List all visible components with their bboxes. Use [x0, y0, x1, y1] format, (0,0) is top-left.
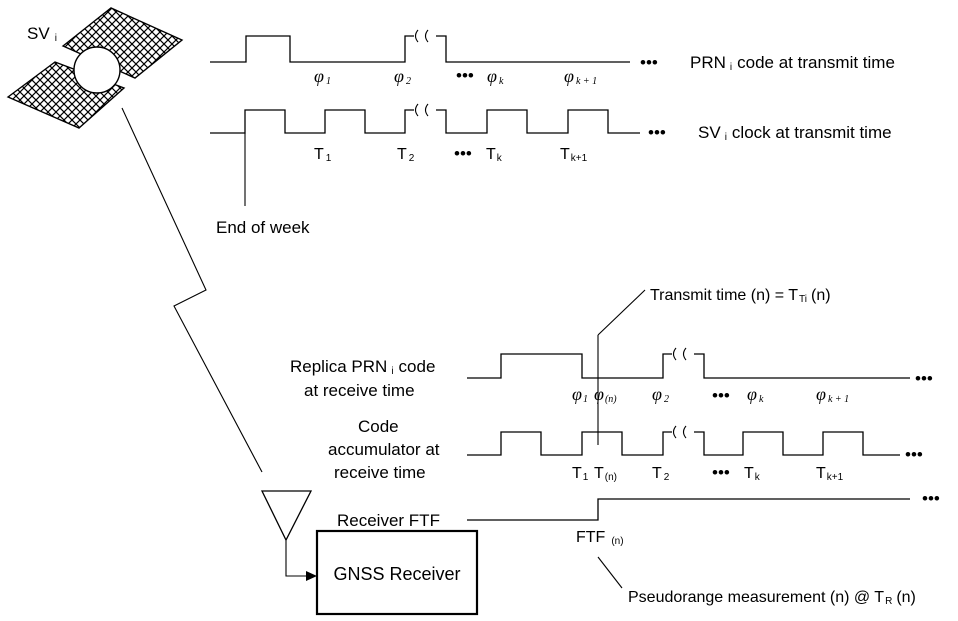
prn-transmit-waveform — [210, 29, 630, 63]
accumulator-label-line2: accumulator at — [328, 440, 440, 459]
accumulator-tick-k: Tk — [744, 465, 761, 483]
accumulator-tick-n: T(n) — [594, 465, 617, 483]
accumulator-tick-k1: Tk+1 — [816, 465, 844, 483]
signal-path-line — [121, 107, 263, 473]
break-mark — [672, 425, 687, 439]
pseudorange-label: Pseudorange measurement (n) @ TR(n) — [628, 589, 916, 607]
accumulator-label-line3: receive time — [334, 463, 426, 482]
pseudorange-leader — [597, 556, 623, 589]
break-mark — [414, 103, 429, 117]
accumulator-dots-end: ••• — [905, 445, 923, 464]
replica-phase-1: φ1 — [572, 384, 588, 405]
accumulator-waveform — [467, 425, 900, 456]
satellite-icon — [6, 7, 184, 129]
prn-dots-mid: ••• — [456, 66, 474, 85]
end-of-week-label: End of week — [216, 218, 310, 237]
receiver-ftf-label: Receiver FTF — [337, 511, 440, 530]
gnss-receiver-box — [315, 529, 479, 616]
replica-dots-mid: ••• — [712, 386, 730, 405]
clock-dots-end: ••• — [648, 123, 666, 142]
sv-clock-waveform — [210, 103, 640, 134]
clock-tick-k1: Tk+1 — [560, 146, 588, 164]
accumulator-tick-1: T1 — [572, 465, 589, 483]
transmit-time-label: Transmit time (n) = TTi(n) — [650, 287, 831, 305]
clock-dots-mid: ••• — [454, 144, 472, 163]
transmit-time-leader — [597, 289, 646, 336]
gnss-receiver-label: GNSS Receiver — [333, 564, 460, 584]
prn-dots-end: ••• — [640, 53, 658, 72]
accumulator-dots-mid: ••• — [712, 463, 730, 482]
clock-tick-k: Tk — [486, 146, 503, 164]
receiver-ftf-waveform — [467, 498, 910, 521]
ftf-dots-end: ••• — [922, 489, 940, 508]
replica-dots-end: ••• — [915, 369, 933, 388]
break-mark — [414, 29, 429, 43]
break-mark — [672, 347, 687, 361]
replica-phase-n: φ(n) — [594, 384, 617, 405]
replica-label-line2: at receive time — [304, 381, 415, 400]
replica-waveform — [467, 347, 910, 379]
accumulator-label-line1: Code — [358, 417, 399, 436]
ftf-n-label: FTF(n) — [576, 529, 624, 547]
antenna-icon — [260, 490, 317, 581]
